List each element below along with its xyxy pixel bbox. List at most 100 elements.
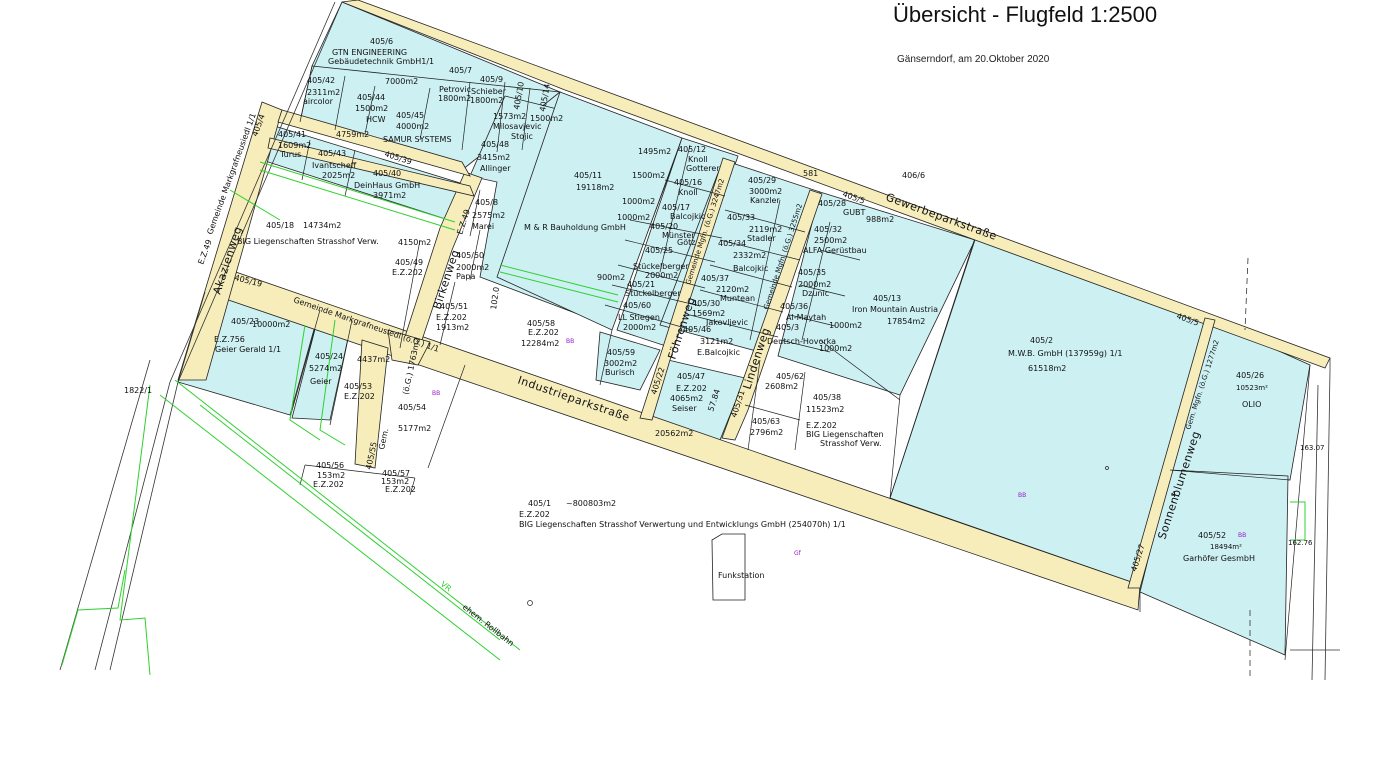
svg-text:Seiser: Seiser <box>672 404 697 413</box>
parcel-1822-1-number[interactable]: 1822/1 <box>124 386 152 395</box>
parcel-405-9-number[interactable]: 405/9 <box>480 75 503 84</box>
parcel-405-57-number[interactable]: 405/57 <box>382 469 410 478</box>
svg-text:Deutsch-Hovorka: Deutsch-Hovorka <box>767 337 836 346</box>
parcel-405-56-number[interactable]: 405/56 <box>316 461 344 470</box>
road-akazienweg[interactable] <box>177 101 283 381</box>
elevation-label: 163.07 <box>1300 444 1325 452</box>
parcel-405-40-number[interactable]: 405/40 <box>373 169 401 178</box>
parcel-405-30-number[interactable]: 405/30 <box>692 299 720 308</box>
parcel-405-34-number[interactable]: 405/34 <box>718 239 746 248</box>
parcel-405-59-number[interactable]: 405/59 <box>607 348 635 357</box>
parcel-405-35-number[interactable]: 405/35 <box>798 268 826 277</box>
svg-text:E.Z.202: E.Z.202 <box>528 328 559 337</box>
parcel-405-63-number[interactable]: 405/63 <box>752 417 780 426</box>
svg-text:2120m2: 2120m2 <box>716 285 749 294</box>
elevation-label: 162.76 <box>1288 539 1313 547</box>
parcel-405-28-number[interactable]: 405/28 <box>818 199 846 208</box>
parcel-405-36-number[interactable]: 405/36 <box>780 302 808 311</box>
parcel-405-46-number[interactable]: 405/46 <box>683 325 711 334</box>
svg-text:2000m2: 2000m2 <box>456 263 489 272</box>
parcel-405-48-number[interactable]: 405/48 <box>481 140 509 149</box>
parcel-405-25-number[interactable]: 405/25 <box>645 246 673 255</box>
parcel-405-58-number[interactable]: 405/58 <box>527 319 555 328</box>
svg-text:Geier: Geier <box>310 377 332 386</box>
parcel-405-50-number[interactable]: 405/50 <box>456 251 484 260</box>
parcel-405-51-number[interactable]: 405/51 <box>440 302 468 311</box>
parcel-405-21-number[interactable]: 405/21 <box>627 280 655 289</box>
parcel-405-6-number[interactable]: 405/6 <box>370 37 393 46</box>
parcel-405-8-number[interactable]: 405/8 <box>475 198 498 207</box>
parcel-405-29-number[interactable]: 405/29 <box>748 176 776 185</box>
svg-text:Jakovljevic: Jakovljevic <box>705 318 748 327</box>
parcel-405-23-number[interactable]: 405/23 <box>231 317 259 326</box>
bb-marker: BB <box>432 390 440 397</box>
parcel-405-7-number[interactable]: 405/7 <box>449 66 472 75</box>
svg-text:61518m2: 61518m2 <box>1028 364 1066 373</box>
road-north-connector[interactable] <box>277 109 471 177</box>
map-date: Gänserndorf, am 20.Oktober 2020 <box>897 54 1050 65</box>
svg-text:Burisch: Burisch <box>605 368 635 377</box>
svg-text:4759m2: 4759m2 <box>336 130 369 139</box>
parcel-405-41-number[interactable]: 405/41 <box>278 130 306 139</box>
parcel-406-6-number[interactable]: 406/6 <box>902 171 925 180</box>
road-bulge[interactable] <box>387 329 431 366</box>
parcel-405-24-number[interactable]: 405/24 <box>315 352 343 361</box>
parcel-405-33-number[interactable]: 405/33 <box>727 213 755 222</box>
svg-text:3000m2: 3000m2 <box>749 187 782 196</box>
parcel-405-16-number[interactable]: 405/16 <box>674 178 702 187</box>
svg-text:BIG Liegenschaften: BIG Liegenschaften <box>806 430 884 439</box>
bb-marker: BB <box>566 338 574 345</box>
parcel-405-17-number[interactable]: 405/17 <box>662 203 690 212</box>
svg-text:2025m2: 2025m2 <box>322 171 355 180</box>
svg-text:BIG Liegenschaften Strasshof V: BIG Liegenschaften Strasshof Verw. <box>237 237 379 246</box>
svg-text:Gebäudetechnik GmbH1/1: Gebäudetechnik GmbH1/1 <box>328 57 434 66</box>
svg-text:2311m2: 2311m2 <box>307 88 340 97</box>
parcel-405-59-area[interactable] <box>595 331 661 391</box>
parcel-405-20-number[interactable]: 405/20 <box>650 222 678 231</box>
svg-text:Muntean: Muntean <box>720 294 755 303</box>
parcel-405-2-number[interactable]: 405/2 <box>1030 336 1053 345</box>
svg-text:3121m2: 3121m2 <box>700 337 733 346</box>
parcel-405-42-number[interactable]: 405/42 <box>307 76 335 85</box>
parcel-405-12-number[interactable]: 405/12 <box>678 145 706 154</box>
parcel-405-37-number[interactable]: 405/37 <box>701 274 729 283</box>
parcel-405-1-number[interactable]: 405/1 <box>528 499 551 508</box>
parcel-405-54-number[interactable]: 405/54 <box>398 403 426 412</box>
svg-text:2000m2: 2000m2 <box>645 271 678 280</box>
parcel-405-53-number[interactable]: 405/53 <box>344 382 372 391</box>
parcel-405-38-number[interactable]: 405/38 <box>813 393 841 402</box>
parcel-405-47-number[interactable]: 405/47 <box>677 372 705 381</box>
svg-text:1500m2: 1500m2 <box>632 171 665 180</box>
parcel-405-49-number[interactable]: 405/49 <box>395 258 423 267</box>
parcel-405-62-number[interactable]: 405/62 <box>776 372 804 381</box>
svg-text:5274m2: 5274m2 <box>309 364 342 373</box>
funkstation-label: Funkstation <box>718 571 764 580</box>
svg-text:1800m2: 1800m2 <box>470 96 503 105</box>
road-405-39[interactable] <box>267 137 475 197</box>
survey-point-marker <box>527 600 533 606</box>
parcel-labels: 405/6 GTN ENGINEERING Gebäudetechnik Gmb… <box>124 37 1268 573</box>
parcel-405-3-number[interactable]: 405/3 <box>776 323 799 332</box>
parcel-405-18-number[interactable]: 405/18 <box>266 221 294 230</box>
funkstation-building[interactable] <box>711 533 746 601</box>
svg-text:LL Stiegen: LL Stiegen <box>618 313 660 322</box>
parcel-405-11-number[interactable]: 405/11 <box>574 171 602 180</box>
parcel-405-45-number[interactable]: 405/45 <box>396 111 424 120</box>
svg-text:1913m2: 1913m2 <box>436 323 469 332</box>
parcel-405-60-number[interactable]: 405/60 <box>623 301 651 310</box>
parcel-405-43-number[interactable]: 405/43 <box>318 149 346 158</box>
svg-text:2332m2: 2332m2 <box>733 251 766 260</box>
parcel-405-52-number[interactable]: 405/52 <box>1198 531 1226 540</box>
road-405-55[interactable] <box>354 339 389 469</box>
road-lindenweg[interactable] <box>721 189 823 441</box>
svg-text:4000m2: 4000m2 <box>396 122 429 131</box>
road-foehrenweg[interactable] <box>639 157 736 421</box>
parcel-405-44-number[interactable]: 405/44 <box>357 93 385 102</box>
svg-text:E.Z.202: E.Z.202 <box>436 313 467 322</box>
road-gewerbeparkstrasse[interactable] <box>341 0 1331 369</box>
parcel-405-13-number[interactable]: 405/13 <box>873 294 901 303</box>
parcel-405-26-number[interactable]: 405/26 <box>1236 371 1264 380</box>
parcel-405-32-number[interactable]: 405/32 <box>814 225 842 234</box>
svg-text:1609m2: 1609m2 <box>278 141 311 150</box>
roads <box>177 0 1331 611</box>
